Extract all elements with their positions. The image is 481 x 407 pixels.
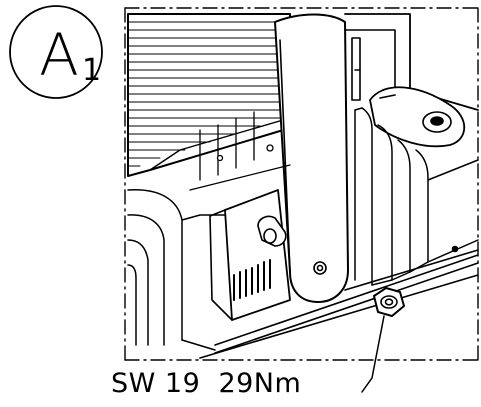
detail-frame [124,7,479,361]
heatsink-fins-middle [189,111,291,191]
base-rail [199,245,479,359]
heatsink-fins-left [127,189,231,351]
callout-leader [361,315,385,393]
hex-nut [373,287,405,317]
step-subscript: 1 [82,53,102,88]
step-badge: A 1 [6,10,114,96]
step-letter: A [39,21,79,89]
step-badge-circle [9,5,103,99]
connector-plate [209,189,291,321]
swivel-joint [369,86,466,148]
mounting-bracket [274,13,349,303]
torque-callout: SW 19 29Nm [111,368,302,399]
housing-right [344,13,479,111]
heatsink-fins-right [354,107,479,286]
heatsink-upper [127,13,291,177]
